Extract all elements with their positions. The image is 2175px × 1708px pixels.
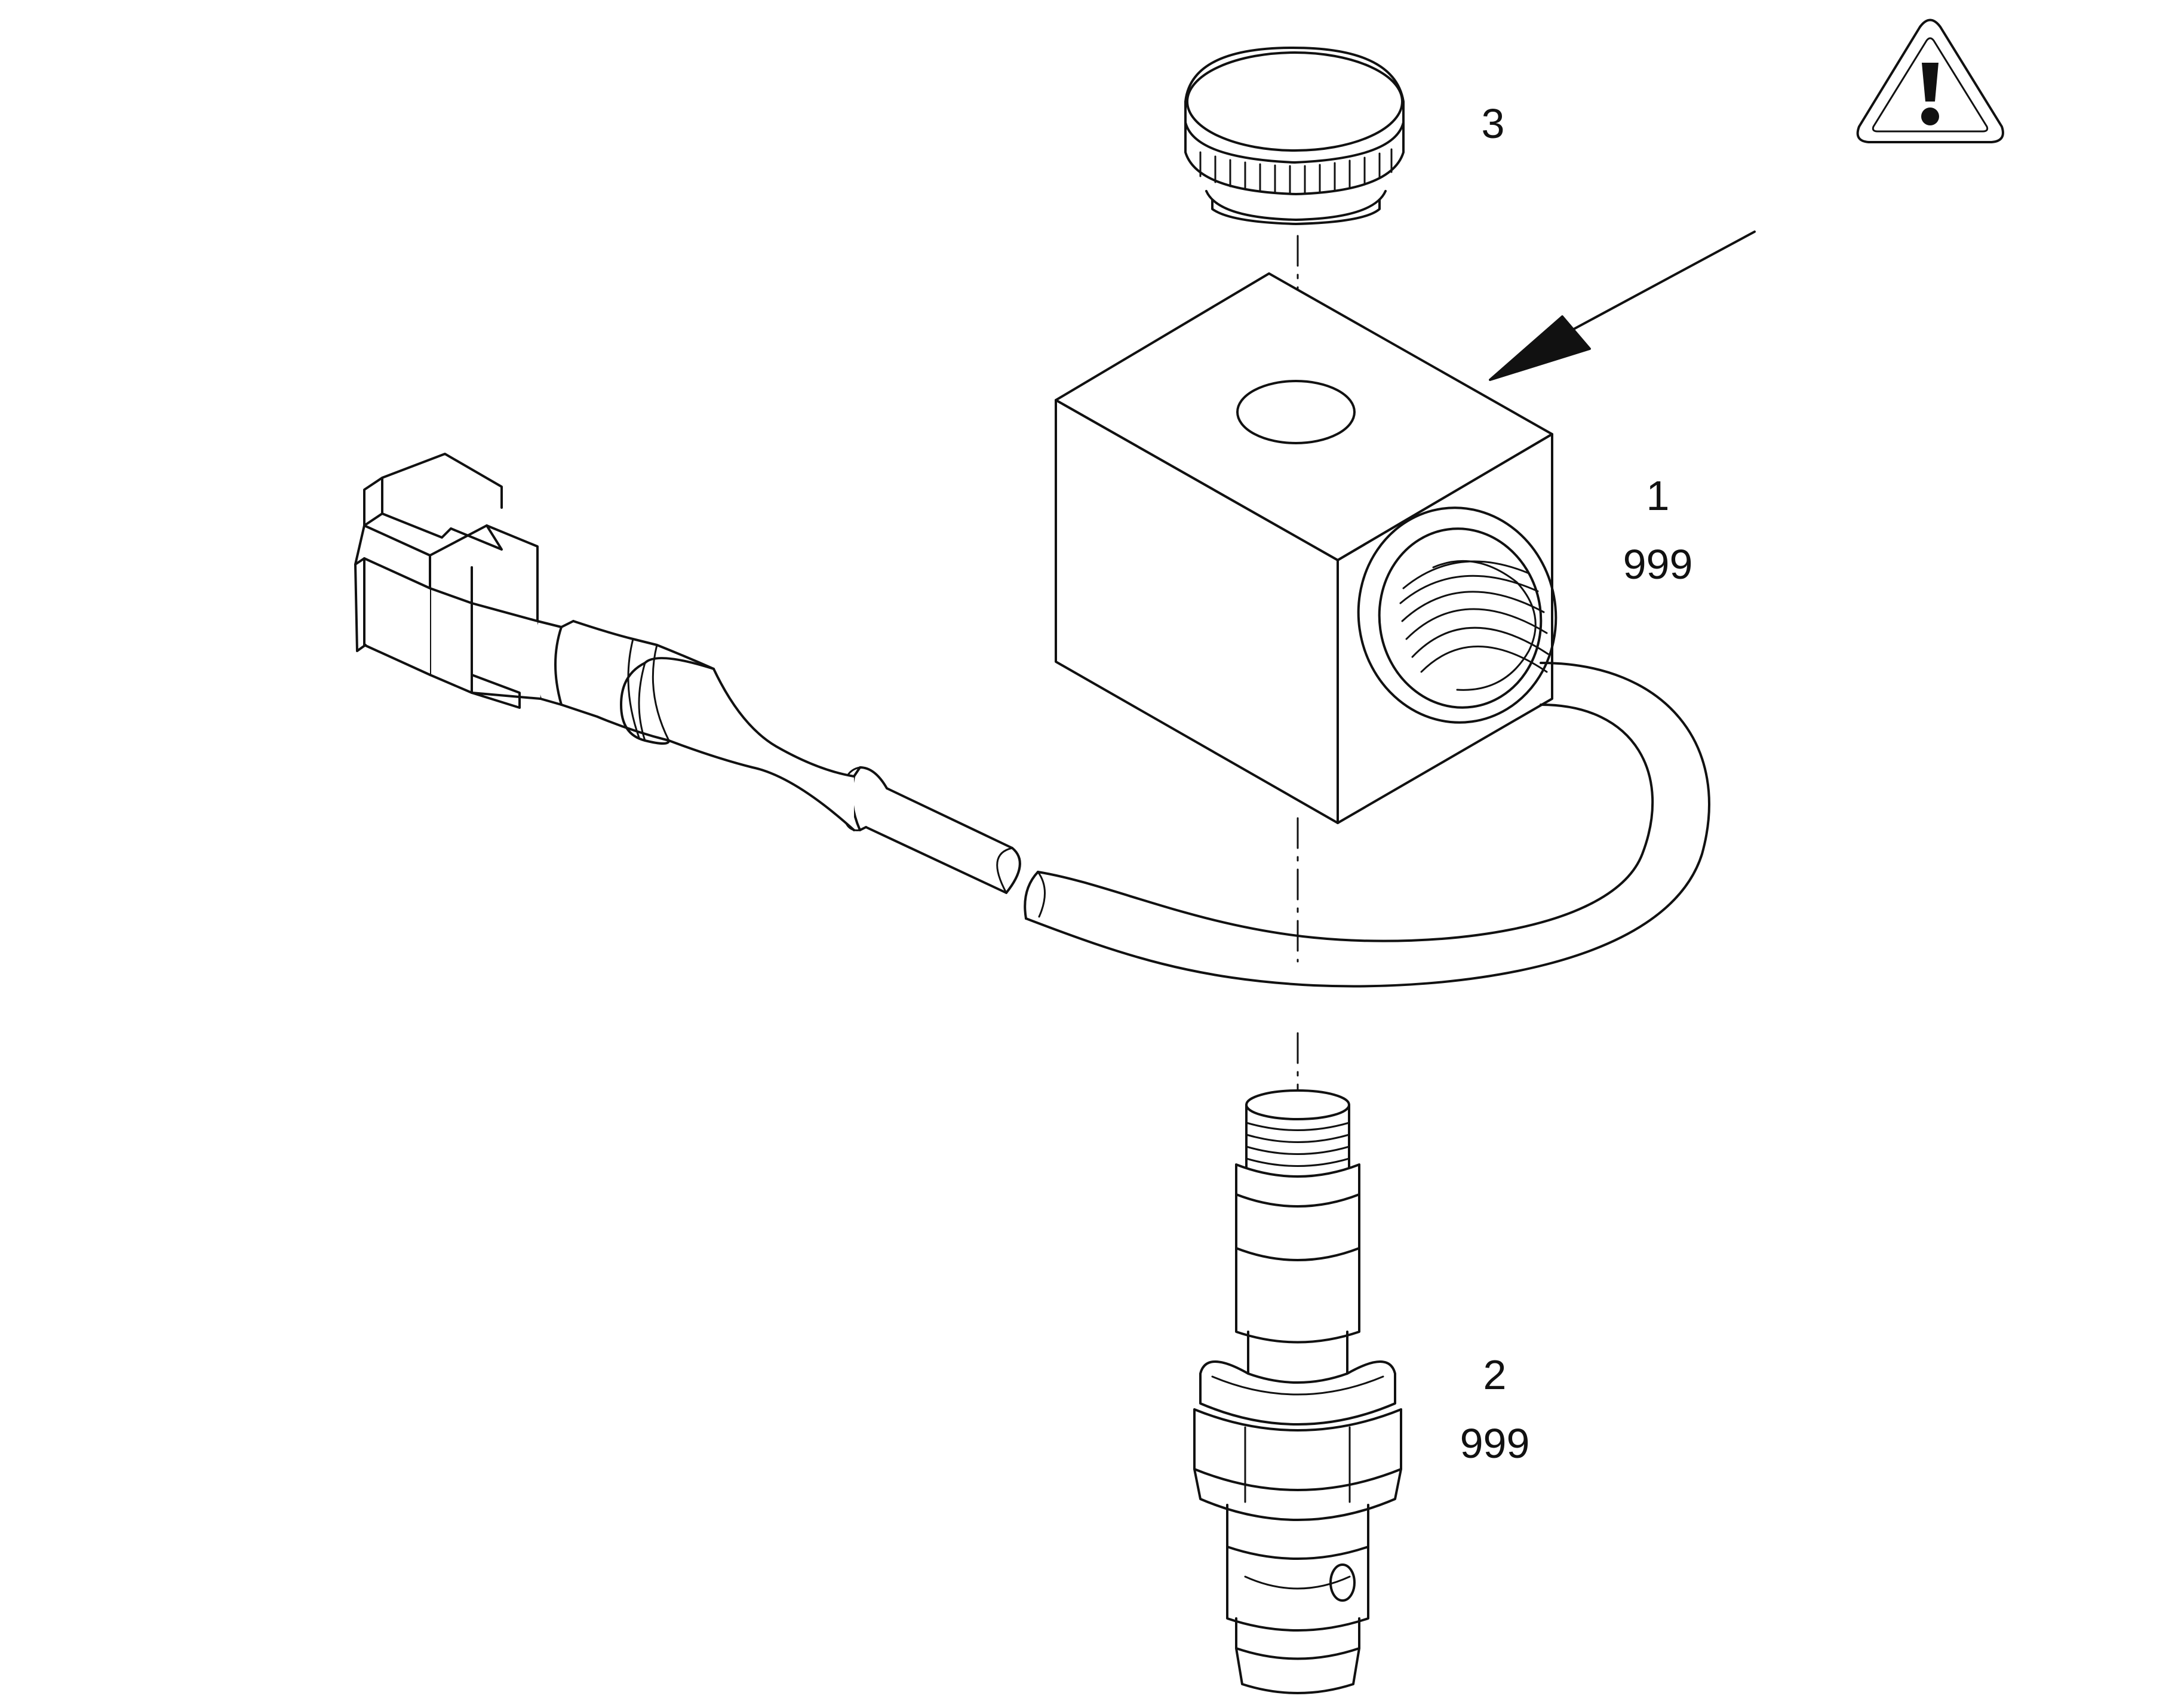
part-3-item-number: 3 [1481,100,1505,147]
part-1-item-number: 1 [1646,472,1670,519]
callout-part-1: 1 999 [1598,475,1718,612]
cap-part-3 [1184,47,1405,225]
solenoid-coil-part-1 [1055,272,1557,824]
part-2-item-number: 2 [1483,1351,1507,1398]
part-2-quantity: 999 [1460,1420,1530,1467]
coil-cable [865,662,1710,988]
callout-part-3: 3 [1433,103,1553,171]
callout-part-2: 2 999 [1435,1354,1555,1491]
part-1-quantity: 999 [1623,541,1693,588]
warning-triangle-icon [1856,19,2004,143]
cartridge-valve-part-2 [1193,1089,1402,1694]
connector-plug [354,453,888,831]
pointer-arrow [1489,231,1756,381]
